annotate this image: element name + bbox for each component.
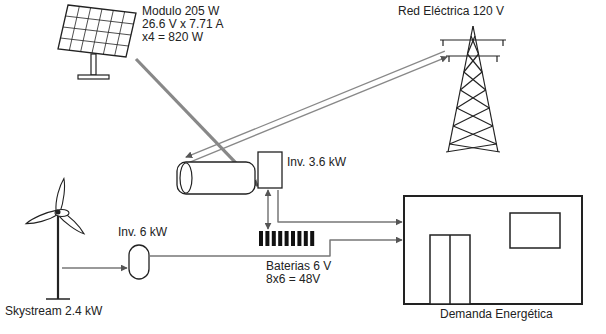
wind-inverter: Inv. 6 kW xyxy=(128,244,150,280)
connector-line xyxy=(186,51,445,157)
tower-strut xyxy=(464,54,479,72)
panel-grid xyxy=(103,10,113,54)
panel-grid xyxy=(92,9,102,53)
solar-module-shape xyxy=(58,5,136,80)
tower-strut xyxy=(467,54,482,72)
turbine-blade xyxy=(25,209,59,227)
flow-connector xyxy=(62,268,127,269)
flow-connector xyxy=(268,190,269,229)
flow-connector xyxy=(186,51,447,163)
door-split xyxy=(449,235,451,304)
tower-strut xyxy=(464,72,486,90)
house-door xyxy=(430,235,470,304)
battery-cell xyxy=(297,231,301,246)
wind-turbine-shape xyxy=(20,186,98,301)
grid-tower-shape xyxy=(440,26,506,152)
flow-connector xyxy=(150,240,402,256)
tower-strut xyxy=(496,56,497,62)
house-shape xyxy=(403,195,583,305)
node-label: Inv. 6 kW xyxy=(118,226,167,239)
battery-bank: Baterias 6 V 8x6 = 48V xyxy=(258,230,316,247)
turbine-hub xyxy=(56,210,61,215)
turbine-pole xyxy=(57,216,59,299)
connector-line xyxy=(150,240,402,256)
tower-strut xyxy=(446,55,500,56)
house: Demanda Energética xyxy=(403,195,583,305)
battery-cell xyxy=(310,231,314,246)
battery-cell xyxy=(265,231,269,246)
tower-strut xyxy=(457,90,486,108)
solar-module: Modulo 205 W 26.6 V x 7.71 A x4 = 820 W xyxy=(58,5,136,80)
inverter-capsule xyxy=(129,245,149,279)
turbine-blade xyxy=(55,178,67,213)
node-label: Red Eléctrica 120 V xyxy=(398,5,504,18)
node-label: Modulo 205 W 26.6 V x 7.71 A x4 = 820 W xyxy=(142,5,236,44)
node-label: Baterias 6 V 8x6 = 48V xyxy=(266,260,344,286)
tower-strut xyxy=(442,40,443,46)
turbine-nacelle xyxy=(55,210,69,217)
tower-strut xyxy=(453,108,489,126)
battery-bank-shape xyxy=(258,230,316,247)
node-label: Skystream 2.4 kW xyxy=(5,305,102,318)
solar-panel xyxy=(58,5,136,57)
connector-line xyxy=(62,267,127,269)
tower-strut xyxy=(446,144,496,152)
tower-strut xyxy=(457,108,493,126)
house-window xyxy=(510,213,560,248)
panel-grid xyxy=(81,8,91,52)
wind-inverter-shape xyxy=(128,244,150,280)
battery-cell xyxy=(285,231,289,246)
node-label: Inv. 3.6 kW xyxy=(287,156,346,169)
tower-strut xyxy=(460,72,482,90)
node-label: Demanda Energética xyxy=(440,308,553,321)
battery-cell xyxy=(272,231,276,246)
tower-strut xyxy=(450,126,493,144)
connector-line xyxy=(267,190,269,229)
grid-tower: Red Eléctrica 120 V xyxy=(440,26,506,152)
connector-line xyxy=(278,190,402,222)
connector-line xyxy=(188,57,447,163)
wind-turbine: Skystream 2.4 kW xyxy=(20,186,98,301)
tower-strut xyxy=(460,90,489,108)
inverter-box xyxy=(258,152,282,188)
inverter-unit: Inv. 3.6 kW xyxy=(175,150,283,196)
panel-base xyxy=(78,75,109,79)
battery-cell xyxy=(259,231,263,246)
battery-cell xyxy=(304,231,308,246)
cylinder-cap xyxy=(180,163,192,193)
tower-strut xyxy=(502,40,503,46)
house-outline xyxy=(404,196,582,304)
cylinder-unit xyxy=(177,162,255,194)
tower-strut xyxy=(448,56,449,62)
tower-strut xyxy=(471,36,479,54)
panel-pole xyxy=(91,54,96,75)
tower-strut xyxy=(467,36,475,54)
panel-grid xyxy=(115,12,125,56)
tower-strut xyxy=(453,126,496,144)
battery-cell xyxy=(291,231,295,246)
turbine-base xyxy=(46,298,70,300)
battery-cell xyxy=(278,231,282,246)
inverter-unit-shape xyxy=(175,150,283,196)
flow-connector xyxy=(278,190,402,222)
panel-grid xyxy=(69,6,79,50)
